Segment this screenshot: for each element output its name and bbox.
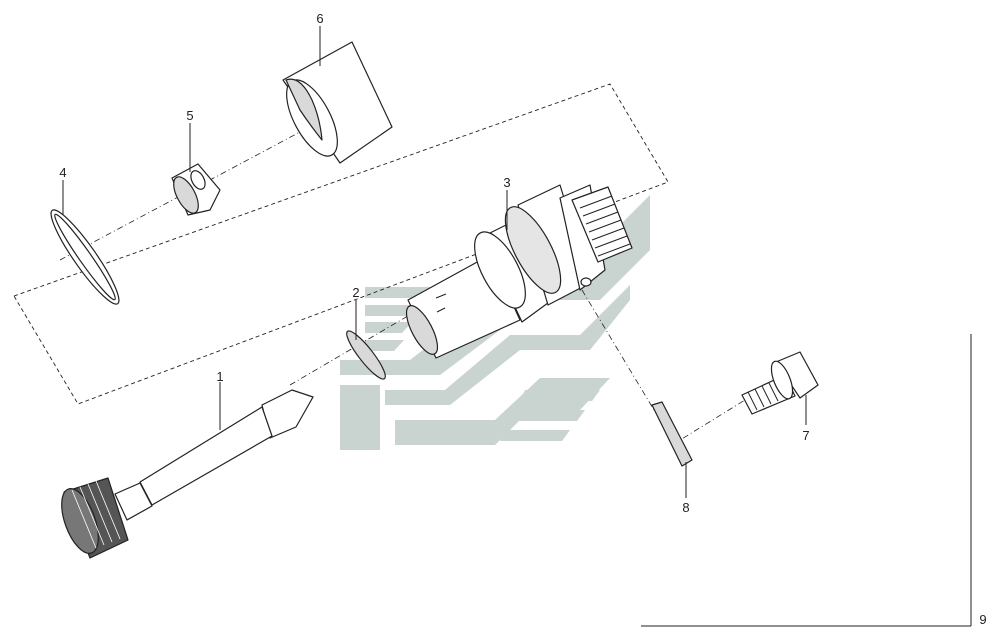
o-ring-inner — [54, 213, 116, 301]
housing-part — [405, 184, 633, 359]
leader-lines — [62, 26, 807, 498]
drive-shaft-part — [61, 389, 314, 559]
callout-label-7: 7 — [802, 428, 809, 443]
subassembly-bracket — [641, 334, 972, 627]
callout-label-9: 9 — [979, 612, 986, 627]
callout-label-1: 1 — [216, 369, 223, 384]
sleeve-part — [282, 41, 393, 164]
callout-label-6: 6 — [316, 11, 323, 26]
callout-label-5: 5 — [186, 108, 193, 123]
callout-label-3: 3 — [503, 175, 510, 190]
callout-label-2: 2 — [352, 285, 359, 300]
dashed-group-outline — [13, 83, 669, 405]
o-ring-part — [50, 209, 120, 305]
bolt-part — [741, 351, 819, 415]
callout-label-8: 8 — [682, 500, 689, 515]
bushing-part — [171, 163, 221, 216]
washer-plate-part — [651, 401, 693, 467]
callout-label-4: 4 — [59, 165, 66, 180]
clip-part — [346, 330, 386, 380]
